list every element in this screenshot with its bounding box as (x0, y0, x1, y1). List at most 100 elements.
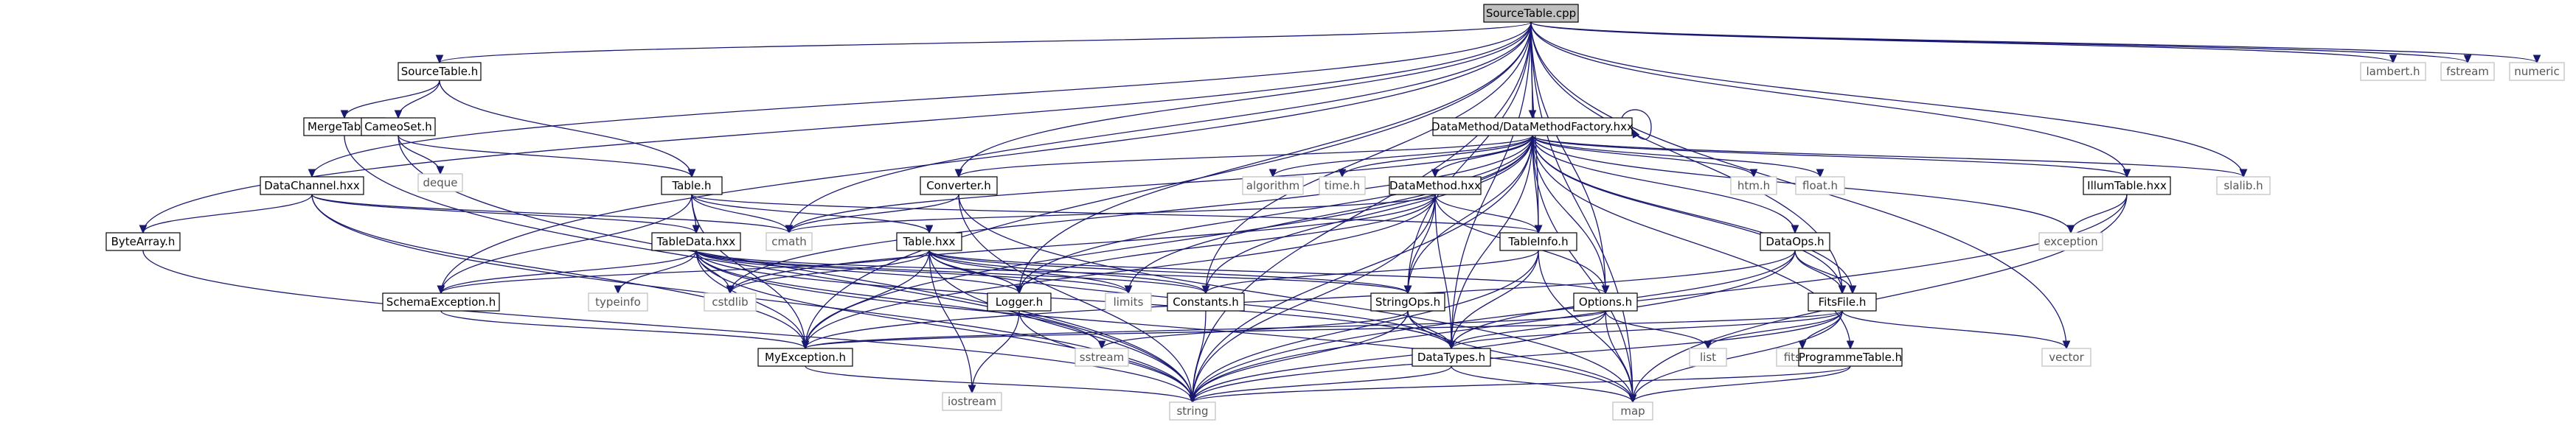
node-fitsfile-h[interactable]: FitsFile.h (1808, 292, 1877, 312)
node-cmath: cmath (765, 232, 813, 251)
edge-dataops-h-to-myexception-h (805, 250, 1796, 348)
node-datatypes-h[interactable]: DataTypes.h (1412, 348, 1491, 367)
edge-datamethod-datamethodfactory-hxx-to-stringops-h (1408, 135, 1533, 293)
nodes-layer: SourceTable.cppSourceTable.hMergeTable.h… (105, 4, 2565, 421)
node-deque: deque (417, 173, 463, 192)
node-tabledata-hxx[interactable]: TableData.hxx (651, 232, 741, 251)
node-vector: vector (2041, 348, 2091, 367)
node-datamethod-datamethodfactory-hxx[interactable]: DataMethod/DataMethodFactory.hxx (1431, 117, 1634, 136)
edge-datamethod-datamethodfactory-hxx-to-slalib-h (1532, 135, 2243, 177)
edge-datamethod-datamethodfactory-hxx-to-float-h (1532, 135, 1820, 177)
node-box (1612, 401, 1653, 421)
node-label: cstdlib (712, 295, 748, 309)
edge-converter-h-to-cmath (789, 194, 959, 233)
node-datamethod-hxx[interactable]: DataMethod.hxx (1389, 176, 1482, 195)
edge-datamethod-datamethodfactory-hxx-to-cstdlib (730, 135, 1533, 293)
node-constants-h[interactable]: Constants.h (1167, 292, 1245, 312)
node-label: htm.h (1737, 179, 1770, 192)
node-bytearray-h[interactable]: ByteArray.h (105, 232, 181, 251)
node-label: DataTypes.h (1417, 351, 1485, 364)
node-label: DataMethod.hxx (1389, 179, 1481, 192)
node-algorithm: algorithm (1242, 176, 1304, 195)
node-box (1105, 292, 1152, 312)
node-illumtable-hxx[interactable]: IllumTable.hxx (2083, 176, 2171, 195)
node-myexception-h[interactable]: MyException.h (757, 348, 853, 367)
node-programmetable-h[interactable]: ProgrammeTable.h (1798, 348, 1903, 367)
edge-table-hxx-to-stringops-h (928, 250, 1408, 293)
node-box (361, 117, 436, 136)
node-table-h[interactable]: Table.h (661, 176, 723, 195)
node-label: IllumTable.hxx (2087, 179, 2167, 192)
edge-datachannel-hxx-to-bytearray-h (143, 194, 313, 233)
edge-logger-h-to-iostream (972, 310, 1020, 393)
node-label: sstream (1080, 351, 1124, 364)
node-slalib-h: slalib.h (2216, 176, 2271, 195)
edge-options-h-to-map (1605, 310, 1633, 402)
edge-datamethod-datamethodfactory-hxx-to-myexception-h (805, 135, 1533, 348)
node-dataops-h[interactable]: DataOps.h (1760, 232, 1830, 251)
edge-datamethod-datamethodfactory-hxx-to-illumtable-hxx (1532, 135, 2127, 177)
node-datachannel-hxx[interactable]: DataChannel.hxx (260, 176, 364, 195)
node-stringops-h[interactable]: StringOps.h (1370, 292, 1445, 312)
node-box (397, 62, 482, 81)
edge-sourcetable-cpp-to-logger-h (1019, 21, 1532, 293)
node-box (704, 292, 757, 312)
node-options-h[interactable]: Options.h (1573, 292, 1638, 312)
edge-fitsfile-h-to-fitsio-h (1802, 310, 1843, 348)
edge-datamethod-datamethodfactory-hxx-to-limits (1128, 135, 1533, 293)
edge-datamethod-datamethodfactory-hxx-to-constants-h (1206, 135, 1533, 293)
node-logger-h[interactable]: Logger.h (987, 292, 1052, 312)
edge-datamethod-datamethodfactory-hxx-to-options-h (1532, 135, 1605, 293)
edge-sourcetable-h-to-table-h (439, 80, 692, 177)
edge-myexception-h-to-string (805, 365, 1192, 402)
node-box (896, 232, 962, 251)
edge-sourcetable-cpp-to-converter-h (959, 21, 1532, 177)
node-box (1075, 348, 1129, 367)
node-label: time.h (1325, 179, 1360, 192)
node-cameoset-h[interactable]: CameoSet.h (361, 117, 436, 136)
node-tableinfo-h[interactable]: TableInfo.h (1499, 232, 1577, 251)
node-box (1389, 176, 1482, 195)
edge-sourcetable-cpp-to-map (1530, 21, 1633, 402)
edge-datamethod-datamethodfactory-hxx-to-htm-h (1532, 135, 1754, 177)
node-sourcetable-cpp[interactable]: SourceTable.cpp (1483, 4, 1579, 23)
node-label: SchemaException.h (386, 295, 496, 309)
edge-table-h-to-table-hxx (691, 194, 929, 233)
edge-tableinfo-h-to-datatypes-h (1451, 250, 1539, 348)
edge-programmetable-h-to-map (1633, 365, 1851, 402)
edge-dataops-h-to-fitsfile-h (1794, 250, 1842, 293)
node-table-hxx[interactable]: Table.hxx (896, 232, 962, 251)
edge-sourcetable-cpp-to-sourcetable-h (440, 21, 1532, 63)
edge-datamethod-hxx-to-stringops-h (1408, 194, 1436, 293)
edge-tabledata-hxx-to-logger-h (695, 250, 1019, 293)
edge-datatypes-h-to-map (1451, 365, 1633, 402)
node-exception: exception (2038, 232, 2103, 251)
node-schemaexception-h[interactable]: SchemaException.h (382, 292, 500, 312)
node-label: StringOps.h (1375, 295, 1440, 309)
node-box (757, 348, 853, 367)
edge-tabledata-hxx-to-typeinfo (618, 250, 697, 293)
edge-datamethod-datamethodfactory-hxx-to-datamethod-datamethodfactory-hxx (1621, 109, 1652, 140)
edge-tabledata-hxx-to-sstream (695, 250, 1102, 348)
node-sourcetable-h[interactable]: SourceTable.h (397, 62, 482, 81)
node-typeinfo: typeinfo (588, 292, 648, 312)
node-label: exception (2044, 235, 2097, 248)
node-box (1499, 232, 1577, 251)
node-label: Constants.h (1173, 295, 1239, 309)
edge-table-h-to-myexception-h (691, 194, 805, 348)
node-box (105, 232, 181, 251)
edge-sourcetable-cpp-to-datachannel-hxx (312, 21, 1532, 177)
node-map: map (1612, 401, 1653, 421)
edge-converter-h-to-string (958, 194, 1192, 402)
edge-datamethod-datamethodfactory-hxx-to-ast-h (1532, 135, 1853, 293)
node-box (1573, 292, 1638, 312)
node-sstream: sstream (1075, 348, 1129, 367)
node-box (1795, 176, 1845, 195)
edge-dataops-h-to-ast-h (1794, 250, 1853, 293)
node-iostream: iostream (942, 392, 1002, 411)
node-label: fstream (2446, 65, 2489, 78)
edge-table-hxx-to-constants-h (928, 250, 1206, 293)
edge-fitsfile-h-to-map (1633, 310, 1843, 402)
node-converter-h[interactable]: Converter.h (920, 176, 998, 195)
